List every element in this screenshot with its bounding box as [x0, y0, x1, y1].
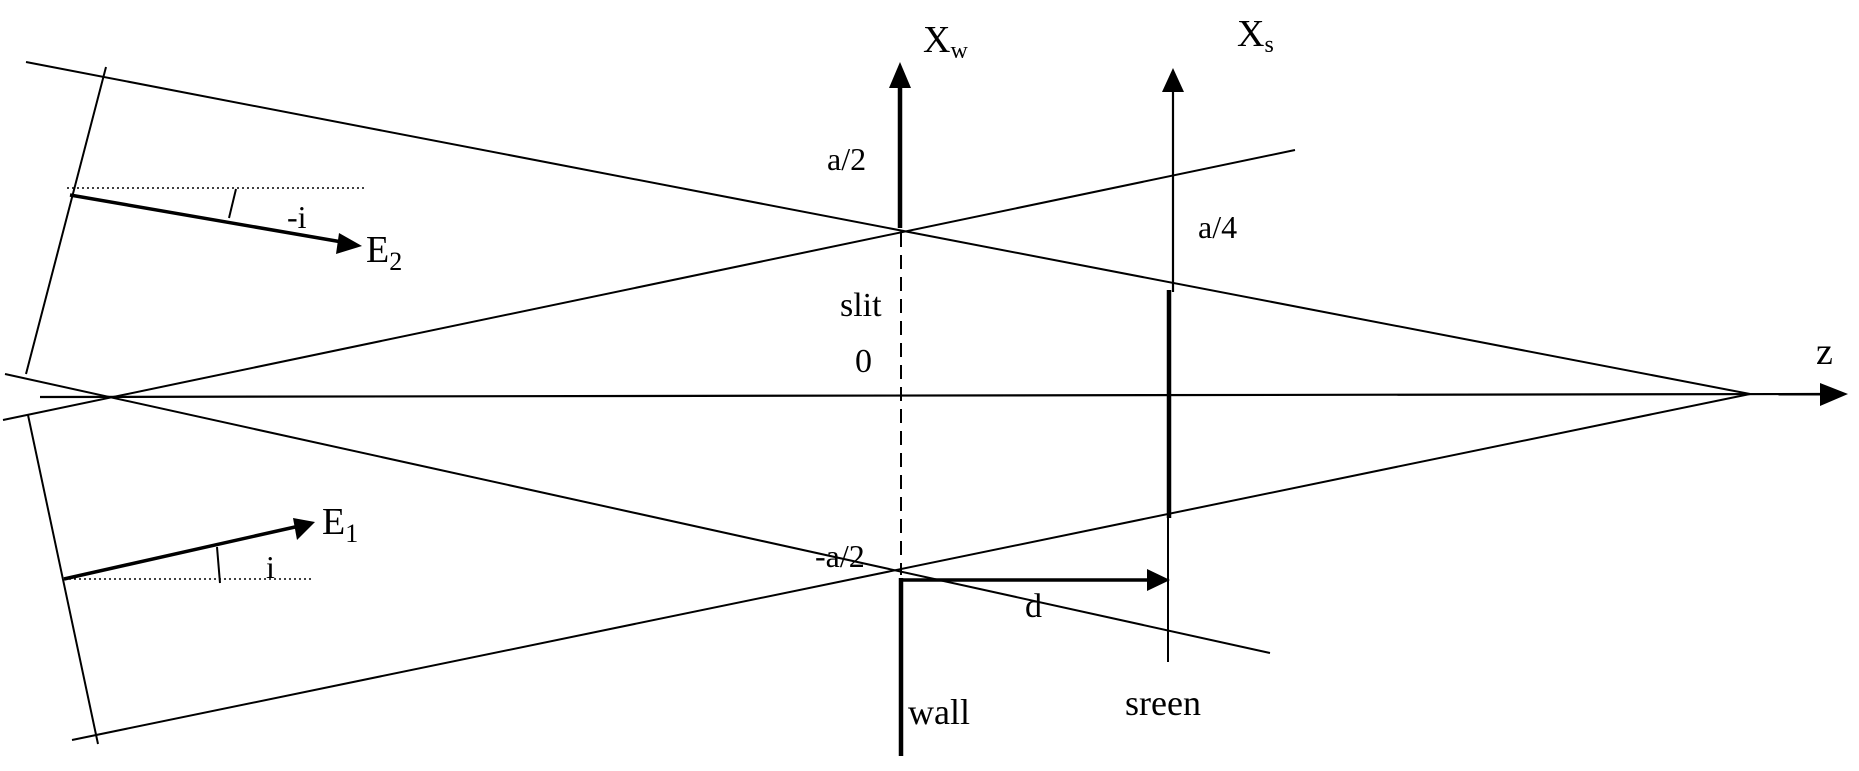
d-label: d — [1025, 588, 1042, 625]
xw-axis-main: X — [923, 19, 950, 61]
e1-arrowhead — [293, 518, 315, 540]
wavefront-lower — [27, 414, 99, 745]
e1-label: E1 — [322, 501, 358, 548]
e1-arrow — [63, 525, 296, 581]
z-axis-arrowhead — [1820, 383, 1848, 406]
neg-a-half-label: -a/2 — [815, 538, 865, 574]
screen-label: sreen — [1125, 683, 1201, 723]
a-quarter-label: a/4 — [1198, 209, 1237, 245]
ray-lower-to-focus — [71, 393, 1751, 741]
e2-arrowhead — [336, 233, 362, 254]
xs-axis-subscript: s — [1264, 32, 1273, 58]
ray-lower-crossing — [4, 373, 1271, 654]
ray-upper-crossing — [2, 149, 1296, 421]
d-distance-arrowhead — [1147, 569, 1170, 591]
xw-axis-subscript: w — [950, 38, 968, 64]
xw-axis-label: Xw — [923, 19, 968, 64]
slit-label: slit — [840, 287, 882, 324]
xs-axis-label: Xs — [1237, 13, 1274, 58]
origin-label: 0 — [855, 343, 872, 380]
e2-angle-mark — [228, 188, 237, 219]
angle-i-label: i — [266, 549, 275, 585]
angle-neg-i-label: -i — [287, 199, 307, 235]
e2-arrow — [69, 193, 343, 244]
e1-angle-mark — [216, 546, 221, 584]
e1-main: E — [322, 501, 345, 543]
z-axis-label: z — [1816, 331, 1833, 373]
wavefront-upper — [25, 66, 107, 375]
e2-main: E — [366, 229, 389, 271]
ray-upper-to-focus — [25, 61, 1751, 395]
wall-label: wall — [908, 692, 970, 732]
xs-axis-main: X — [1237, 13, 1264, 55]
a-half-label: a/2 — [827, 141, 866, 177]
z-axis-line — [39, 392, 1821, 399]
xw-axis-arrowhead — [889, 62, 911, 88]
e2-subscript: 2 — [389, 247, 402, 276]
e2-label: E2 — [366, 229, 402, 276]
e1-subscript: 1 — [345, 519, 358, 548]
xs-axis-arrowhead — [1162, 68, 1184, 92]
